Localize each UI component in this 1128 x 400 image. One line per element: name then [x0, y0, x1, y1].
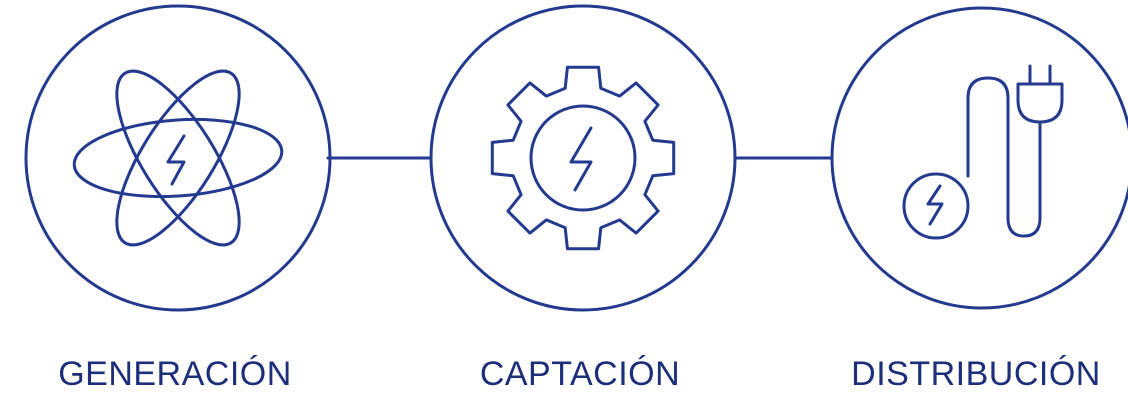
stage-circle-generacion: [24, 4, 332, 312]
stage-circle-captacion: [429, 4, 737, 312]
stage-circle-distribucion: [830, 6, 1128, 310]
stage-label-captacion: CAPTACIÓN: [479, 355, 681, 393]
atom-lightning-icon: [72, 69, 284, 247]
stage-label-distribucion: DISTRIBUCIÓN: [851, 355, 1101, 393]
process-diagram: [24, 4, 1128, 312]
stage-label-generacion: GENERACIÓN: [58, 355, 292, 393]
plug-cable-lightning-icon: [902, 64, 1064, 240]
gear-lightning-icon: [490, 65, 676, 251]
